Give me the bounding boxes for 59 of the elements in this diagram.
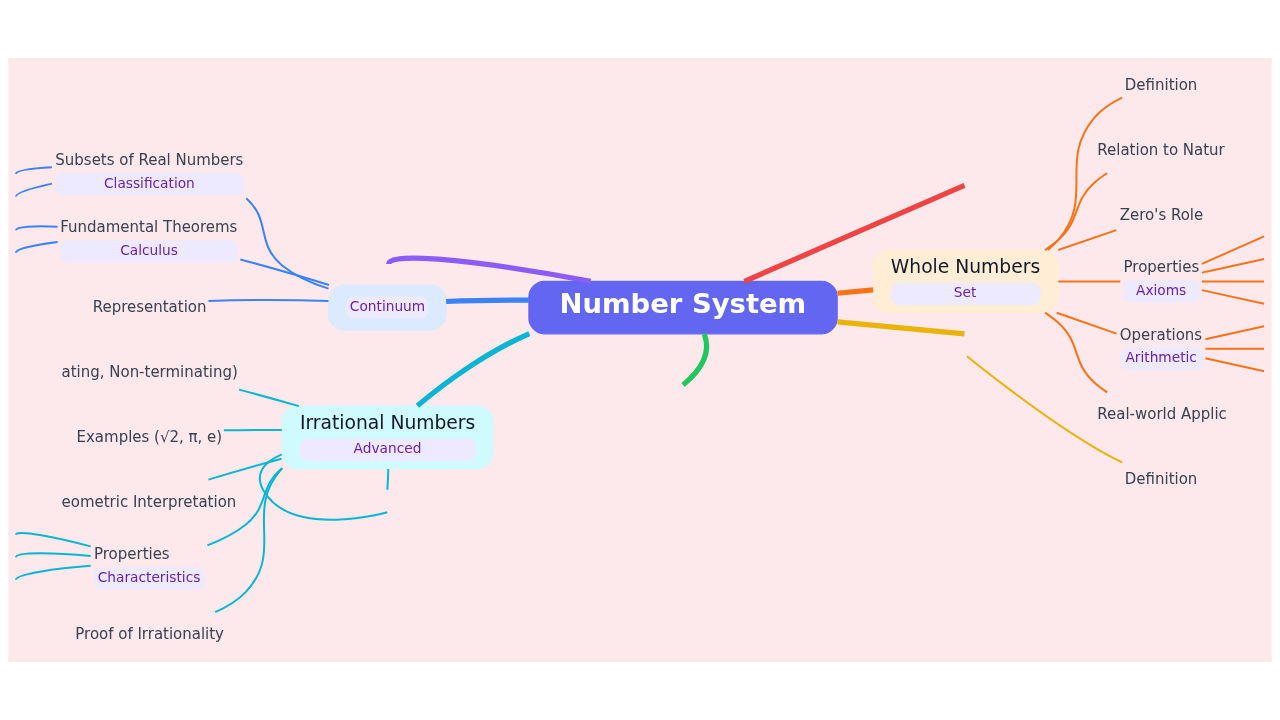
node-text: Definition: [1124, 470, 1198, 489]
connector: [965, 355, 1124, 464]
connector: [14, 182, 53, 198]
connector: [1057, 280, 1122, 283]
node-box: Continuum: [328, 284, 447, 331]
connector: [14, 241, 59, 254]
connector: [415, 331, 532, 408]
connector: [446, 297, 529, 305]
connector: [837, 319, 965, 337]
node-box: Arithmetic: [1119, 347, 1204, 370]
connector: [1200, 235, 1266, 265]
node-box: Whole Numbers Set: [872, 249, 1059, 314]
connector: [1046, 96, 1124, 251]
node-text: Real-world Applic: [1097, 405, 1227, 424]
connector: [1200, 280, 1266, 283]
connector: [1204, 325, 1266, 341]
node-text: ating, Non-terminating): [61, 362, 238, 381]
connector: [1043, 171, 1109, 252]
node-text: Representation: [92, 298, 207, 317]
node-text: Relation to Natur: [1097, 140, 1225, 159]
node-label: Properties: [94, 545, 170, 564]
connector: [1204, 357, 1266, 373]
connector: [1044, 311, 1109, 394]
connector: [386, 467, 390, 491]
node-box: Irrational Numbers Advanced: [281, 405, 494, 470]
node-label: Subsets of Real Numbers: [55, 150, 244, 169]
connector: [14, 564, 92, 581]
connector: [1055, 311, 1118, 335]
connector: [245, 197, 330, 290]
connector: [14, 552, 92, 559]
connector: [207, 457, 283, 481]
node-label: Properties: [1123, 258, 1200, 277]
connector: [214, 467, 284, 614]
connector: [743, 182, 966, 284]
node-text: Zero's Role: [1119, 205, 1204, 224]
connector: [14, 225, 59, 232]
node-box: Axioms: [1123, 280, 1200, 303]
connector: [386, 255, 592, 284]
node-text: Examples (√2, π, e): [76, 427, 223, 446]
node-label: Fundamental Theorems: [60, 218, 238, 237]
connector: [14, 531, 92, 548]
connector: [837, 287, 874, 296]
connector: [14, 166, 53, 176]
node-text: Definition: [1124, 75, 1198, 94]
connector: [681, 333, 710, 387]
connector: [239, 258, 330, 287]
connector: [1200, 257, 1266, 274]
node-text: eometric Interpretation: [61, 492, 237, 511]
connector: [222, 428, 283, 432]
connector: [238, 388, 300, 408]
connector: [206, 467, 284, 547]
connector: [258, 453, 389, 521]
connector: [1057, 229, 1118, 252]
connector: [1200, 289, 1266, 305]
connector: [1204, 347, 1266, 350]
node-label: Operations: [1119, 325, 1203, 344]
node-text: Proof of Irrationality: [75, 625, 224, 644]
node-box: Number System: [528, 280, 838, 335]
connector: [207, 299, 330, 303]
